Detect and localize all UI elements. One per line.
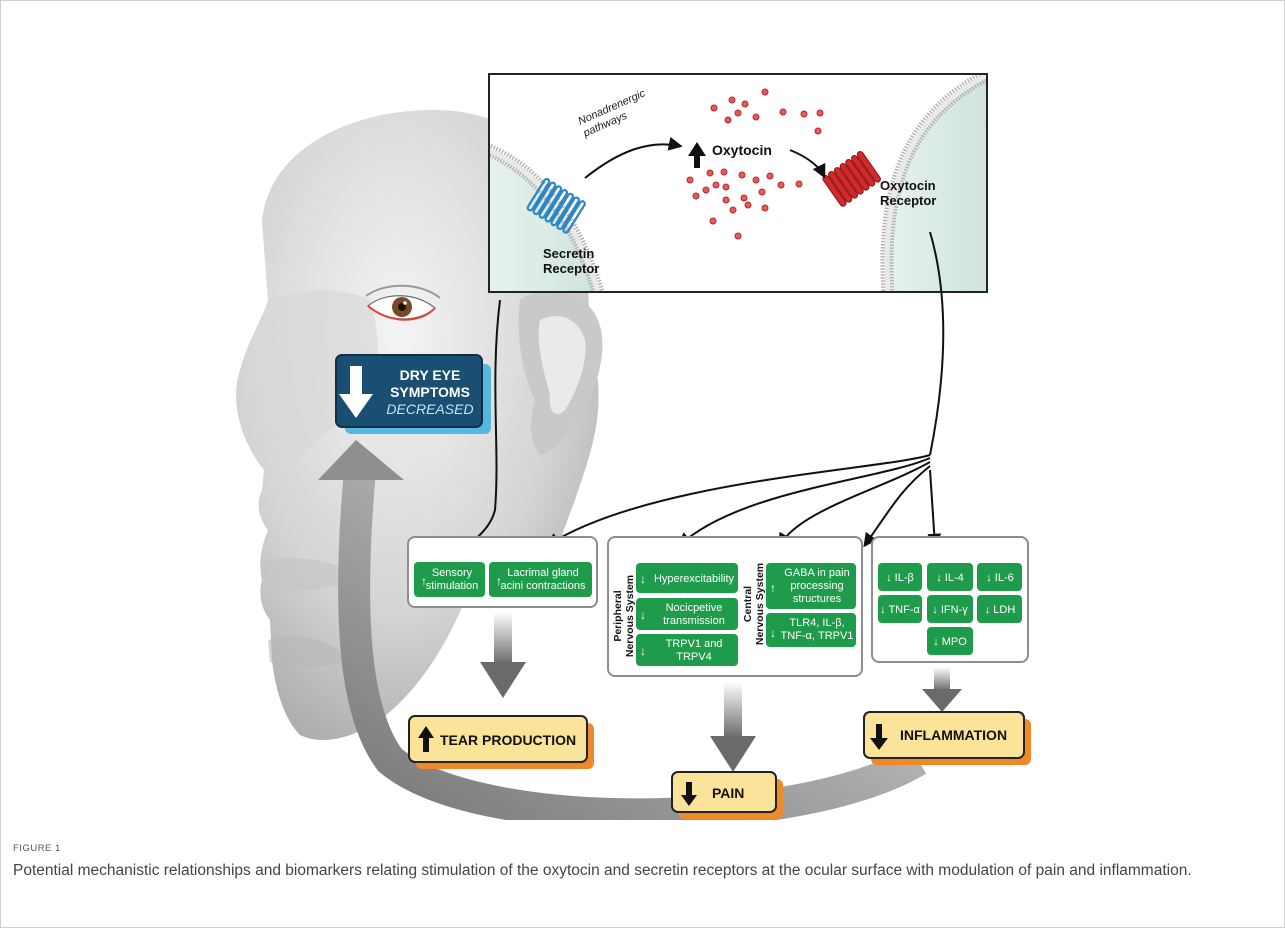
outcome-inflammation-label: INFLAMMATION <box>900 727 1007 743</box>
peripheral-item: Hyperexcitability <box>654 573 735 585</box>
figure-caption: Potential mechanistic relationships and … <box>13 862 1192 879</box>
outcome-tear-label: TEAR PRODUCTION <box>440 732 576 748</box>
inflammation-marker: ↓ MPO <box>933 636 967 648</box>
pain-group: ↓ ↓ ↓ ↑ ↓ <box>607 536 863 677</box>
svg-text:↑: ↑ <box>421 574 427 588</box>
oxytocin-label: Oxytocin <box>712 142 772 158</box>
svg-text:↓: ↓ <box>640 644 646 658</box>
figure-label: FIGURE 1 <box>13 843 61 854</box>
inflammation-marker: ↓ IL-4 <box>936 572 964 584</box>
down-arrow-icon <box>681 782 697 806</box>
secretin-receptor-icon <box>526 177 586 234</box>
up-arrow-icon <box>418 726 434 752</box>
mechanism-diagram: DRY EYE SYMPTOMS DECREASED <box>236 73 1031 820</box>
eye-icon <box>365 284 441 321</box>
outcome-inflammation-box: INFLAMMATION <box>863 711 1031 765</box>
outcome-pain-box: PAIN <box>671 771 783 819</box>
inflammation-items: ↓ IL-β ↓ IL-4 ↓ IL-6 ↓ TNF-α ↓ IFN-γ ↓ LDH ↓ M… <box>880 572 1015 648</box>
connector-arrows <box>457 231 945 552</box>
tear-group: ↑ ↑ <box>407 536 598 608</box>
dry-eye-line1: DRY EYE <box>400 367 461 383</box>
peripheral-system-label: PeripheralNervous System <box>612 575 636 657</box>
central-item: TLR4, IL-β,TNF-α, TRPV1 <box>781 617 854 642</box>
svg-text:↓: ↓ <box>770 626 776 640</box>
dry-eye-line3: DECREASED <box>386 401 473 417</box>
svg-text:↓: ↓ <box>640 572 646 586</box>
inflammation-marker: ↓ IL-6 <box>986 572 1014 584</box>
svg-text:↓: ↓ <box>640 608 646 622</box>
svg-text:↑: ↑ <box>770 581 776 595</box>
outcome-tear-box: TEAR PRODUCTION <box>408 715 594 769</box>
inflammation-group <box>871 536 1029 663</box>
dry-eye-line2: SYMPTOMS <box>390 384 470 400</box>
dry-eye-box: DRY EYE SYMPTOMS DECREASED <box>335 354 491 434</box>
oxytocin-molecules <box>686 88 824 240</box>
nervous-system-labels: PeripheralNervous System CentralNervous S… <box>612 563 766 657</box>
inflammation-marker: ↓ IFN-γ <box>932 604 968 616</box>
down-arrow-icon <box>870 724 888 750</box>
central-system-label: CentralNervous System <box>742 563 766 645</box>
down-arrow-icon <box>339 366 373 418</box>
inflammation-marker: ↓ TNF-α <box>880 604 920 616</box>
inflammation-marker: ↓ LDH <box>985 604 1016 616</box>
up-arrow-icon <box>688 142 706 168</box>
outcome-pain-label: PAIN <box>712 785 744 801</box>
oxytocin-receptor-icon <box>822 151 881 207</box>
inflammation-marker: ↓ IL-β <box>886 572 914 584</box>
grey-down-arrows <box>480 612 962 772</box>
svg-text:↑: ↑ <box>496 574 502 588</box>
